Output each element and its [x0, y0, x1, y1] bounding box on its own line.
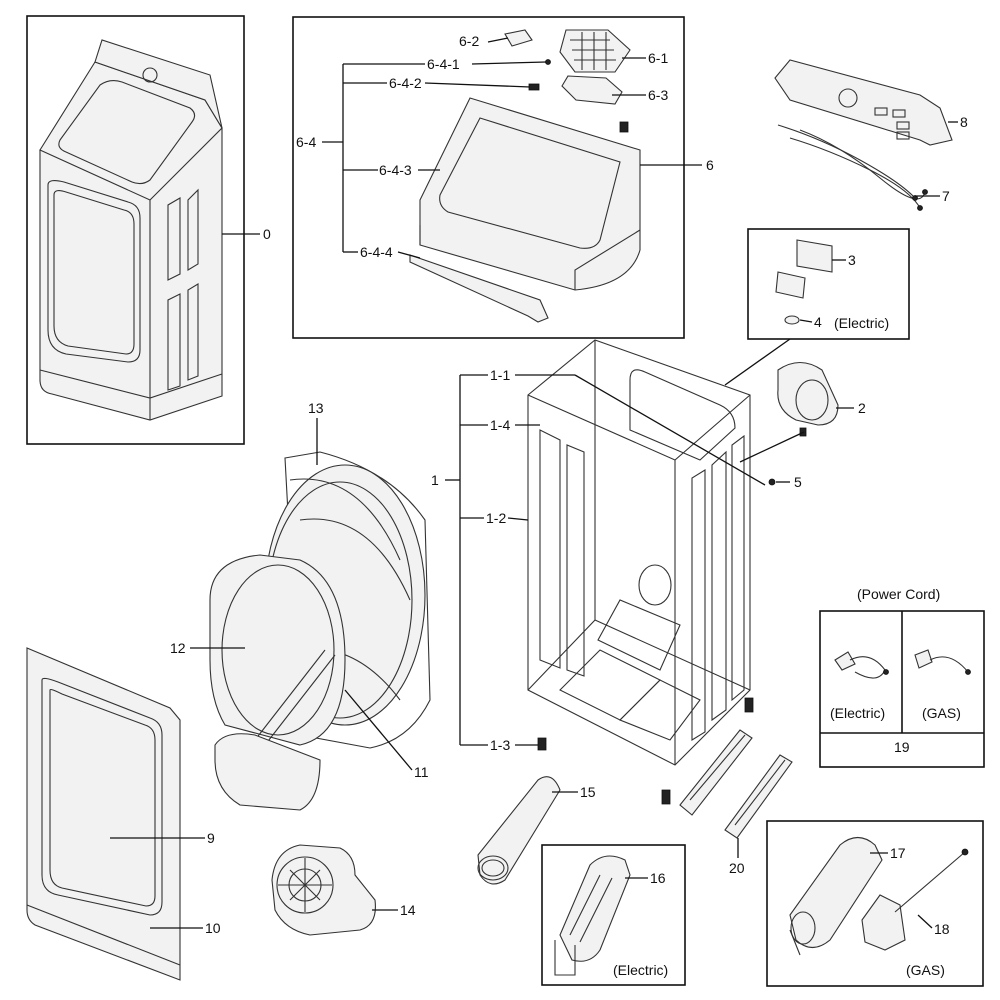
part-6-3-lint-housing — [561, 75, 623, 105]
part-20-base-rails — [679, 729, 793, 839]
part-9-door-assembly — [26, 647, 181, 981]
label-14: 14 — [400, 902, 416, 918]
part-6-1-lint-filter — [559, 29, 631, 73]
note-gas-burner: (GAS) — [906, 962, 945, 978]
box-burner-gas — [766, 820, 984, 987]
leader-lines — [110, 37, 958, 929]
part-13-rear-bulkhead — [284, 451, 431, 749]
part-number-labels: 0 6-2 6-1 6-4-1 6-4-2 6-3 6-4 6-4-3 6 6-… — [170, 33, 968, 978]
part-1-cabinet — [527, 339, 751, 766]
part-6-2-bracket — [504, 29, 533, 47]
label-10: 10 — [205, 920, 221, 936]
part-16-heater-assembly — [554, 855, 631, 976]
part-19-power-cord-gas — [914, 649, 971, 675]
label-6-4: 6-4 — [296, 134, 316, 150]
part-17-burner-tube — [789, 836, 883, 956]
note-electric-heater: (Electric) — [613, 962, 668, 978]
label-9: 9 — [207, 830, 215, 846]
label-18: 18 — [934, 921, 950, 937]
note-electric-cord: (Electric) — [830, 705, 885, 721]
label-12: 12 — [170, 640, 186, 656]
box-full-unit — [26, 15, 245, 445]
label-1-4: 1-4 — [490, 417, 510, 433]
label-13: 13 — [308, 400, 324, 416]
part-12-front-bulkhead — [209, 554, 346, 811]
box-electric-sensor — [747, 228, 910, 340]
part-6-top-panel — [409, 59, 641, 323]
label-6-1: 6-1 — [648, 50, 668, 66]
box-top-panel — [292, 16, 685, 339]
part-8-control-panel — [774, 59, 953, 146]
note-power-cord: (Power Cord) — [857, 586, 940, 602]
label-6-4-4: 6-4-4 — [360, 244, 393, 260]
label-1-1: 1-1 — [490, 367, 510, 383]
label-7: 7 — [942, 188, 950, 204]
label-6-4-3: 6-4-3 — [379, 162, 412, 178]
label-16: 16 — [650, 870, 666, 886]
part-1-3-leveling-feet — [537, 697, 754, 805]
label-3: 3 — [848, 252, 856, 268]
label-5: 5 — [794, 474, 802, 490]
label-0: 0 — [263, 226, 271, 242]
label-6-4-2: 6-4-2 — [389, 75, 422, 91]
label-4: 4 — [814, 314, 822, 330]
label-1-3: 1-3 — [490, 737, 510, 753]
part-7-wire-harness — [777, 124, 928, 211]
part-18-gas-valve — [861, 848, 969, 951]
label-1-2: 1-2 — [486, 510, 506, 526]
part-19-power-cord-electric — [834, 651, 889, 679]
label-17: 17 — [890, 845, 906, 861]
label-6-3: 6-3 — [648, 87, 668, 103]
part-3-sensor-board — [775, 239, 833, 299]
label-6-2: 6-2 — [459, 33, 479, 49]
box-heater-electric — [541, 844, 686, 986]
part-14-blower-housing — [271, 844, 376, 936]
label-15: 15 — [580, 784, 596, 800]
note-gas-cord: (GAS) — [922, 705, 961, 721]
part-0-dryer-assembly — [39, 39, 223, 421]
label-19: 19 — [894, 739, 910, 755]
label-11: 11 — [414, 764, 429, 780]
part-15-exhaust-duct — [477, 776, 561, 885]
part-4-thermistor — [784, 315, 800, 325]
part-2-duct-cover — [777, 361, 839, 426]
part-10-door-panel — [26, 904, 181, 966]
label-6-4-1: 6-4-1 — [427, 56, 460, 72]
label-1: 1 — [431, 472, 439, 488]
label-6: 6 — [706, 157, 714, 173]
label-2: 2 — [858, 400, 866, 416]
label-8: 8 — [960, 114, 968, 130]
note-electric-sensor: (Electric) — [834, 315, 889, 331]
label-20: 20 — [729, 860, 745, 876]
